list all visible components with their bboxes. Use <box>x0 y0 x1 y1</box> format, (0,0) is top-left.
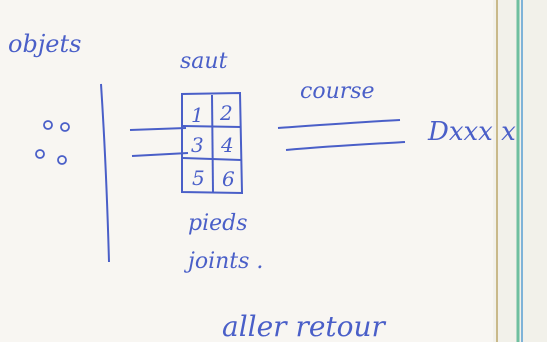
grid-cell-2: 2 <box>219 101 233 125</box>
grid-outline <box>181 91 244 195</box>
grid-cell-6: 6 <box>222 167 235 191</box>
stroke-left-top <box>129 127 187 131</box>
grid-cell-4: 4 <box>220 133 234 157</box>
grid-column-divider <box>211 94 214 193</box>
course-line-bottom <box>285 141 406 151</box>
label-dxxx: Dxxx x <box>427 117 516 147</box>
object-circle <box>43 120 53 130</box>
grid-cell-5: 5 <box>192 166 205 190</box>
grid-row-divider <box>182 125 242 128</box>
object-circle <box>35 149 45 159</box>
object-circle <box>57 155 67 165</box>
grid-cell-1: 1 <box>191 103 204 127</box>
label-joints: joints . <box>183 249 263 274</box>
paper-edge <box>493 0 547 342</box>
course-line-top <box>277 119 401 129</box>
object-circle <box>60 122 70 132</box>
label-saut: saut <box>180 49 228 74</box>
grid-cell-3: 3 <box>191 133 204 157</box>
label-course: course <box>300 79 375 104</box>
label-pieds: pieds <box>188 211 248 236</box>
number-grid <box>181 91 244 195</box>
objects-circles <box>35 120 70 165</box>
stroke-left-bottom <box>131 152 189 157</box>
label-objets: objets <box>8 30 81 58</box>
grid-row-divider <box>182 157 242 161</box>
label-aller-retour: aller retour <box>222 310 387 342</box>
vertical-divider <box>100 83 110 263</box>
